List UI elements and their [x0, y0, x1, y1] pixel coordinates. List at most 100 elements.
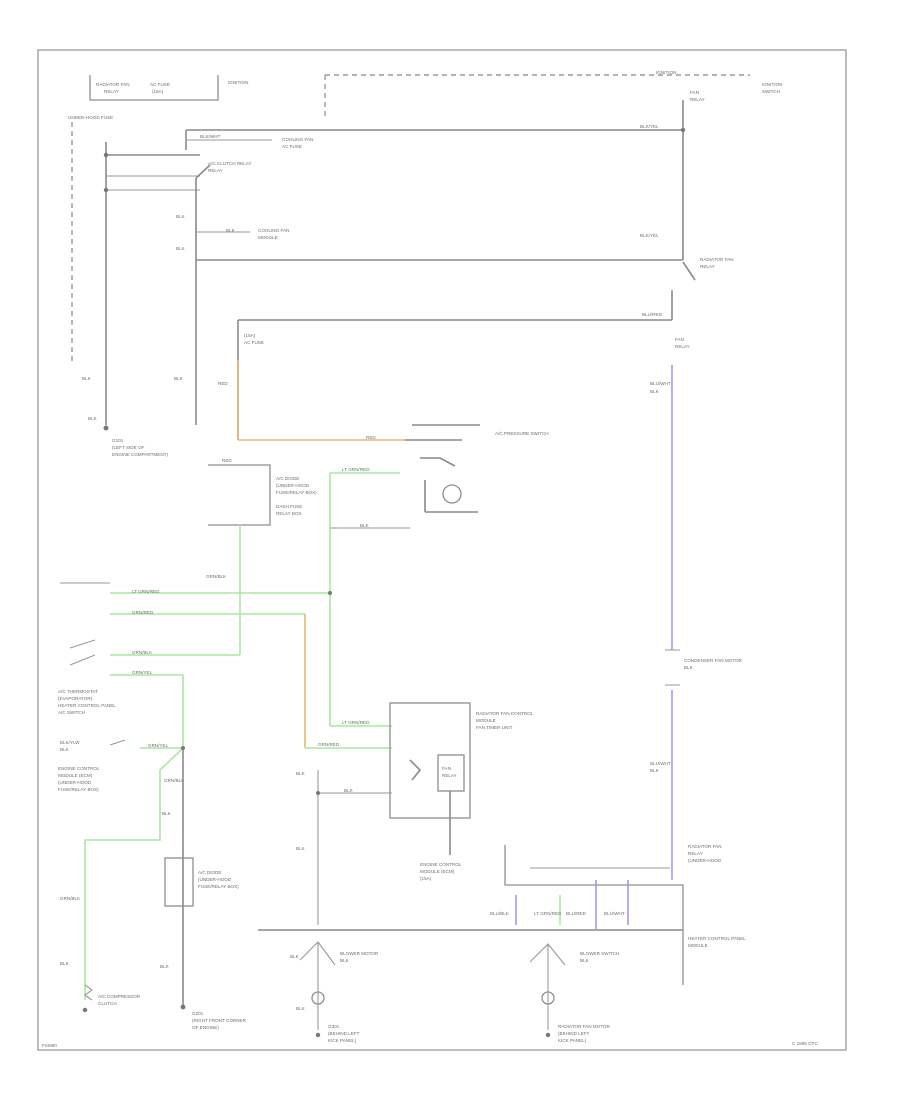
wire-label: BLU/RED	[566, 911, 587, 916]
module-relay-label: FAN	[442, 766, 451, 771]
ac-diode-box	[208, 464, 271, 526]
fan-control-module	[389, 702, 471, 819]
wire-label: RED	[218, 381, 228, 386]
junction	[181, 746, 185, 750]
module-relay	[437, 754, 465, 792]
wire-label: BLK	[296, 1006, 306, 1011]
ignition-sw-label: A/C PRESSURE SWITCH	[495, 431, 549, 436]
radiator-label: BLOWER SWITCH	[580, 951, 619, 956]
g301-desc2: KICK PANEL)	[328, 1038, 357, 1043]
wire-label: BLK	[344, 788, 354, 793]
wire-label: RED	[366, 435, 376, 440]
ac-compressor-label: A/C COMPRESSOR	[98, 994, 141, 999]
wire-label: BLK/WHT	[200, 134, 221, 139]
condenser-label-2: BLK	[340, 958, 350, 963]
junction	[680, 127, 686, 133]
radiator-fan-relay-r3: FAN	[675, 337, 684, 342]
ignition-relay-sub: RELAY	[208, 168, 223, 173]
ac-diode-comp	[164, 857, 194, 907]
ignition-label: IGNITION	[228, 80, 248, 85]
radiator-ground-desc2: KICK PANEL)	[558, 1038, 587, 1043]
wire-label: GRN/RED	[318, 742, 340, 747]
fan-relay-label: FAN	[690, 90, 699, 95]
radiator-fan-relay-r: RADIATOR FAN	[700, 257, 734, 262]
ecm-label: ENGINE CONTROL	[58, 766, 100, 771]
wire-label: BLK	[360, 523, 370, 528]
wire-label: BLK	[88, 416, 98, 421]
cooling-fan-label: COOLING FAN	[282, 137, 313, 142]
wire-label: BLK	[174, 376, 184, 381]
ground-g101-desc: (LEFT SIDE OF	[112, 445, 145, 450]
wire-label: BLU/WHT	[650, 761, 671, 766]
fuse-label-2: AC FUSE	[244, 340, 264, 345]
wire-label: BLK	[176, 246, 186, 251]
cooling-fan-sub-2: MODULE	[258, 235, 278, 240]
heater-sw-1	[69, 639, 96, 649]
diode-label: A/C DIODE	[198, 870, 221, 875]
wire-label: BLK	[296, 771, 306, 776]
condenser-label: BLOWER MOTOR	[340, 951, 379, 956]
cooling-fan-sub: AC FUSE	[282, 144, 302, 149]
heater-control-label: A/C THERMOSTAT	[58, 689, 98, 694]
compressor-coil	[84, 984, 93, 1001]
diagram-frame	[37, 49, 847, 1051]
radiator-ground-label: RADIATOR FAN MOTOR	[558, 1024, 610, 1029]
heater-control-label-3: HEATER CONTROL PANEL	[58, 703, 116, 708]
heater-control-label-4: A/C SWITCH	[58, 710, 85, 715]
ecm-label-2: MODULE (ECM)	[58, 773, 93, 778]
ignition-relay-label: A/C CLUTCH RELAY	[208, 161, 252, 166]
ecm-label-4: FUSE/RELAY BOX)	[58, 787, 99, 792]
wire-label: BLK	[60, 961, 70, 966]
g201-desc: (RIGHT FRONT CORNER	[192, 1018, 247, 1023]
cooling-fan-label-2: COOLING FAN	[258, 228, 289, 233]
ac-fuse-label: AC FUSE	[150, 82, 170, 87]
blower-motor-label: CONDENSER FAN MOTOR	[684, 658, 743, 663]
clutch-motor-box	[424, 480, 478, 513]
wire-label: BLU/BLK	[490, 911, 510, 916]
fan-control-label: RADIATOR FAN CONTROL	[476, 711, 534, 716]
ac-diode-sub: (UNDER-HOOD	[276, 483, 310, 488]
ground-g101-desc2: ENGINE COMPARTMENT)	[112, 452, 168, 457]
wire-label: GRN/BLK	[206, 574, 227, 579]
module-switch	[409, 759, 422, 781]
ignition-switch-label: IGNITION	[762, 82, 782, 87]
wire-label: LT GRN/RED	[342, 720, 370, 725]
ac-diode-sub2: FUSE/RELAY BOX)	[276, 490, 317, 495]
wire-label: GRN/YEL	[148, 743, 169, 748]
diode-label-3: FUSE/RELAY BOX)	[198, 884, 239, 889]
ground-g101-label: G101	[112, 438, 124, 443]
ac-fuse-sub: (15A)	[152, 89, 164, 94]
ground-g301	[315, 1032, 321, 1038]
fan-relay-sub: RELAY	[690, 97, 705, 102]
radiator-label-2: BLK	[580, 958, 590, 963]
wire-label-2: BLK	[650, 768, 660, 773]
g301-label: G301	[328, 1024, 340, 1029]
compressor-ground	[82, 1007, 88, 1013]
module-relay-label-2: RELAY	[442, 773, 457, 778]
wire-label: BLU/WHT	[604, 911, 625, 916]
wire-label: BLK	[226, 228, 236, 233]
wire-label: GRN/YEL	[132, 670, 153, 675]
ground-g201	[180, 1004, 186, 1010]
fuse-label: (15A)	[244, 333, 256, 338]
blower-motor-label-2: BLK	[684, 665, 694, 670]
module-out-label-2: MODULE (ECM)	[420, 869, 455, 874]
under-hood-label: UNDER-HOOD FUSE	[68, 115, 113, 120]
blower-box-label-2: MODULE	[688, 943, 708, 948]
wire-label: LT GRN/RED	[132, 589, 160, 594]
wire-label: BLU/WHT	[650, 381, 671, 386]
radiator-fan-relay-r4: RELAY	[675, 344, 690, 349]
wire-label: BLK	[290, 954, 300, 959]
ground-g302	[545, 1032, 551, 1038]
footer-left: FSM60	[42, 1043, 57, 1048]
wire-label: BLK	[82, 376, 92, 381]
wire-label: BLK	[296, 846, 306, 851]
module-out-label-3: (15A)	[420, 876, 432, 881]
junction	[316, 791, 320, 795]
junction	[103, 187, 109, 193]
module-out-label: ENGINE CONTROL	[420, 862, 462, 867]
wire-label: BLK	[176, 214, 186, 219]
junction	[328, 591, 332, 595]
ac-thermo-label: BLK/YLW	[60, 740, 80, 745]
blower-resistor-label-3: (UNDER-HOOD	[688, 858, 722, 863]
